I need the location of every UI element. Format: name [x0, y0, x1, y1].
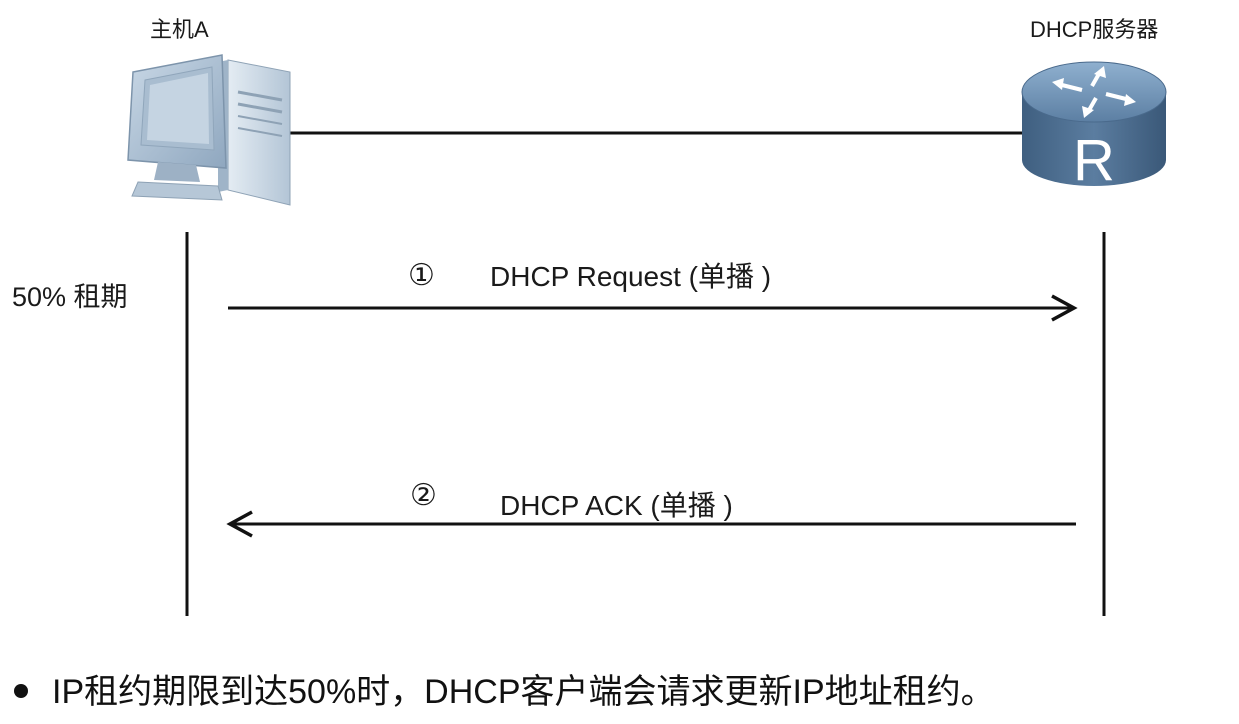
request-message-label: DHCP Request (单播 ): [490, 261, 772, 292]
request-arrow: [228, 294, 1078, 322]
router-icon: R: [1021, 61, 1167, 193]
step-1-number: ①: [408, 259, 435, 292]
server-label: DHCP服务器: [1030, 17, 1159, 42]
bullet-text: IP租约期限到达50%时，DHCP客户端会请求更新IP地址租约。: [52, 673, 995, 711]
ack-message-label: DHCP ACK (单播 ): [500, 490, 733, 521]
lease-label: 50% 租期: [12, 282, 128, 312]
svg-text:R: R: [1073, 128, 1115, 193]
host-label: 主机A: [150, 17, 209, 42]
bullet-dot-icon: [14, 684, 28, 699]
desktop-computer-icon: [127, 54, 291, 206]
step-2-number: ②: [410, 479, 437, 512]
bullet-note: IP租约期限到达50%时，DHCP客户端会请求更新IP地址租约。: [14, 664, 995, 713]
ack-arrow: [226, 510, 1076, 538]
